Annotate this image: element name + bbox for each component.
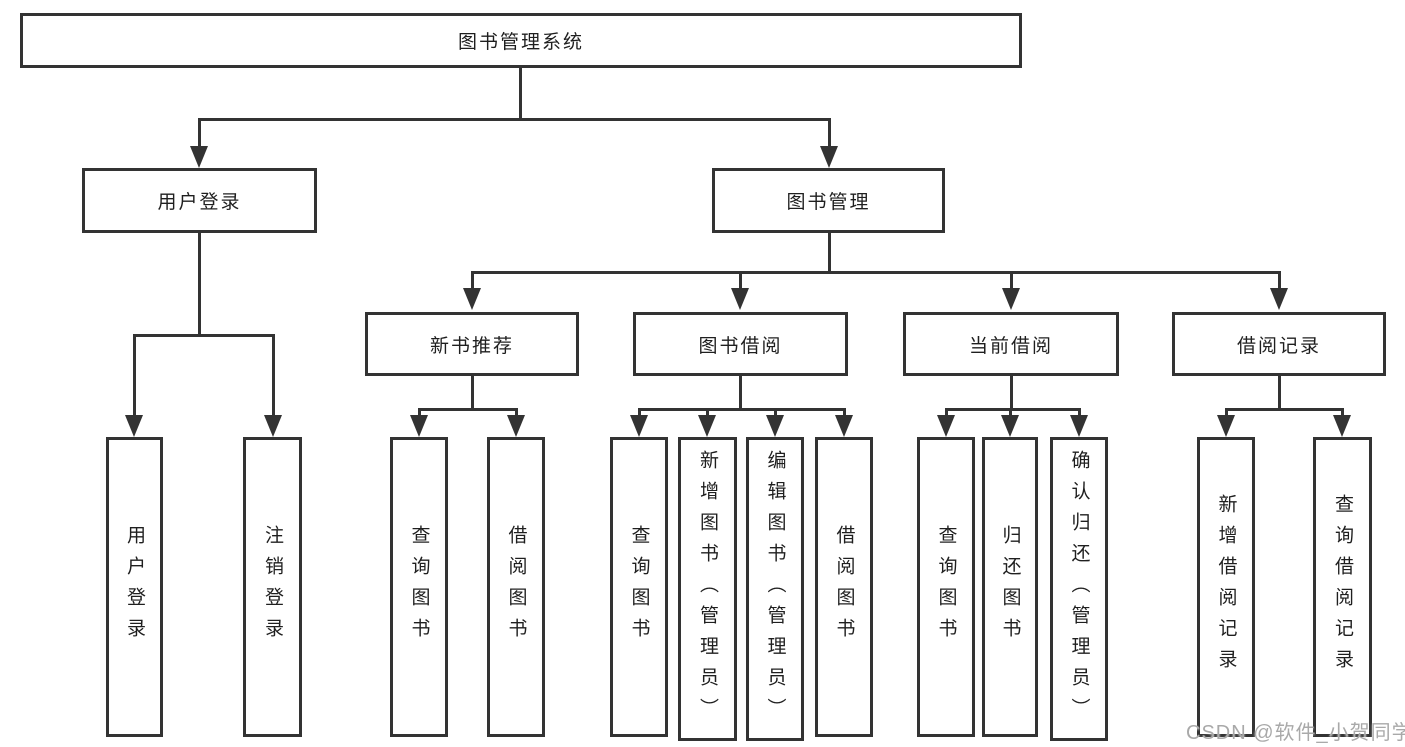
connector-current-stem	[1010, 376, 1013, 410]
connector-current-horizontal	[945, 408, 1081, 411]
connector-drop-bor-borrow	[843, 408, 846, 418]
leaf-records-query-label: 查询借阅记录	[1332, 494, 1353, 680]
arrowhead-cur-query	[937, 415, 955, 437]
leaf-user-login-label: 用户登录	[124, 525, 145, 649]
connector-userlogin-horizontal	[133, 334, 275, 337]
leaf-rec-query-books: 查询图书	[390, 437, 448, 737]
arrowhead-rec-borrow	[507, 415, 525, 437]
node-root-label: 图书管理系统	[457, 32, 584, 53]
connector-newrec-horizontal	[418, 408, 518, 411]
leaf-bor-query-books: 查询图书	[610, 437, 668, 737]
node-book-borrowing-label: 图书借阅	[698, 335, 783, 357]
arrowhead-cur-confirm	[1070, 415, 1088, 437]
connector-bookmgmt-horizontal	[471, 271, 1281, 274]
leaf-bor-add-books-label: 新增图书（管理员）	[697, 449, 718, 729]
leaf-records-query: 查询借阅记录	[1313, 437, 1372, 737]
node-new-book-recommend-label: 新书推荐	[429, 335, 514, 357]
leaf-logout: 注销登录	[243, 437, 302, 737]
connector-bookmgmt-stem	[828, 233, 831, 273]
arrowhead-records-query	[1333, 415, 1351, 437]
arrowhead-records-add	[1217, 415, 1235, 437]
arrowhead-bor-borrow	[835, 415, 853, 437]
arrowhead-bor-add	[698, 415, 716, 437]
connector-drop-rec-borrow	[515, 408, 518, 418]
node-book-management-label: 图书管理	[786, 192, 871, 213]
node-current-borrowing: 当前借阅	[903, 312, 1119, 376]
connector-drop-rec-query	[418, 408, 421, 418]
connector-userlogin-stem	[198, 233, 201, 336]
connector-drop-leaf-userlogin	[133, 334, 136, 417]
connector-drop-records-add	[1225, 408, 1228, 418]
leaf-cur-return-books: 归还图书	[982, 437, 1038, 737]
node-book-management: 图书管理	[712, 168, 945, 233]
leaf-rec-borrow-books-label: 借阅图书	[505, 525, 527, 649]
leaf-records-add-label: 新增借阅记录	[1215, 494, 1237, 680]
leaf-bor-borrow-books: 借阅图书	[815, 437, 873, 737]
connector-records-stem	[1278, 376, 1281, 410]
arrowhead-book-management	[820, 146, 838, 168]
connector-drop-book-management	[828, 118, 831, 148]
arrowhead-new-recommend	[463, 288, 481, 310]
node-root: 图书管理系统	[20, 13, 1022, 68]
arrowhead-leaf-userlogin	[125, 415, 143, 437]
leaf-bor-edit-books-label: 编辑图书（管理员）	[764, 449, 786, 729]
leaf-cur-query-books-label: 查询图书	[935, 525, 957, 649]
arrowhead-bor-edit	[766, 415, 784, 437]
node-user-login-label: 用户登录	[157, 192, 242, 213]
leaf-bor-query-books-label: 查询图书	[628, 525, 650, 649]
arrowhead-user-login	[190, 146, 208, 168]
connector-borrowing-stem	[739, 376, 742, 410]
connector-borrowing-horizontal	[638, 408, 846, 411]
arrowhead-bor-query	[630, 415, 648, 437]
connector-drop-new-recommend	[471, 271, 474, 290]
connector-drop-cur-query	[945, 408, 948, 418]
connector-drop-bor-add	[706, 408, 709, 418]
leaf-logout-label: 注销登录	[262, 525, 283, 649]
node-book-borrowing: 图书借阅	[633, 312, 848, 376]
connector-drop-current-borrowing	[1010, 271, 1013, 290]
arrowhead-borrowing-records	[1270, 288, 1288, 310]
connector-records-horizontal	[1225, 408, 1344, 411]
node-borrowing-records-label: 借阅记录	[1236, 335, 1321, 357]
connector-drop-leaf-logout	[272, 334, 275, 417]
leaf-bor-edit-books: 编辑图书（管理员）	[746, 437, 804, 741]
connector-drop-user-login	[198, 118, 201, 148]
leaf-records-add: 新增借阅记录	[1197, 437, 1255, 737]
leaf-cur-confirm-return-label: 确认归还（管理员）	[1068, 449, 1090, 729]
node-new-book-recommend: 新书推荐	[365, 312, 579, 376]
connector-drop-records-query	[1341, 408, 1344, 418]
connector-drop-cur-confirm	[1078, 408, 1081, 418]
arrowhead-leaf-logout	[264, 415, 282, 437]
leaf-rec-borrow-books: 借阅图书	[487, 437, 545, 737]
leaf-user-login: 用户登录	[106, 437, 163, 737]
arrowhead-cur-return	[1001, 415, 1019, 437]
connector-drop-book-borrowing	[739, 271, 742, 290]
leaf-cur-confirm-return: 确认归还（管理员）	[1050, 437, 1108, 741]
connector-drop-borrowing-records	[1278, 271, 1281, 290]
leaf-rec-query-books-label: 查询图书	[408, 525, 430, 649]
connector-newrec-stem	[471, 376, 474, 410]
csdn-watermark: CSDN @软件_小贺同学	[1186, 722, 1405, 744]
arrowhead-rec-query	[410, 415, 428, 437]
arrowhead-current-borrowing	[1002, 288, 1020, 310]
connector-drop-cur-return	[1009, 408, 1012, 418]
node-user-login: 用户登录	[82, 168, 317, 233]
connector-root-stem	[519, 68, 522, 119]
arrowhead-book-borrowing	[731, 288, 749, 310]
leaf-cur-return-books-label: 归还图书	[999, 525, 1021, 649]
leaf-bor-add-books: 新增图书（管理员）	[678, 437, 737, 741]
node-borrowing-records: 借阅记录	[1172, 312, 1386, 376]
connector-drop-bor-edit	[774, 408, 777, 418]
connector-drop-bor-query	[638, 408, 641, 418]
leaf-cur-query-books: 查询图书	[917, 437, 975, 737]
connector-root-horizontal	[198, 118, 830, 121]
leaf-bor-borrow-books-label: 借阅图书	[833, 525, 855, 649]
node-current-borrowing-label: 当前借阅	[968, 335, 1053, 357]
